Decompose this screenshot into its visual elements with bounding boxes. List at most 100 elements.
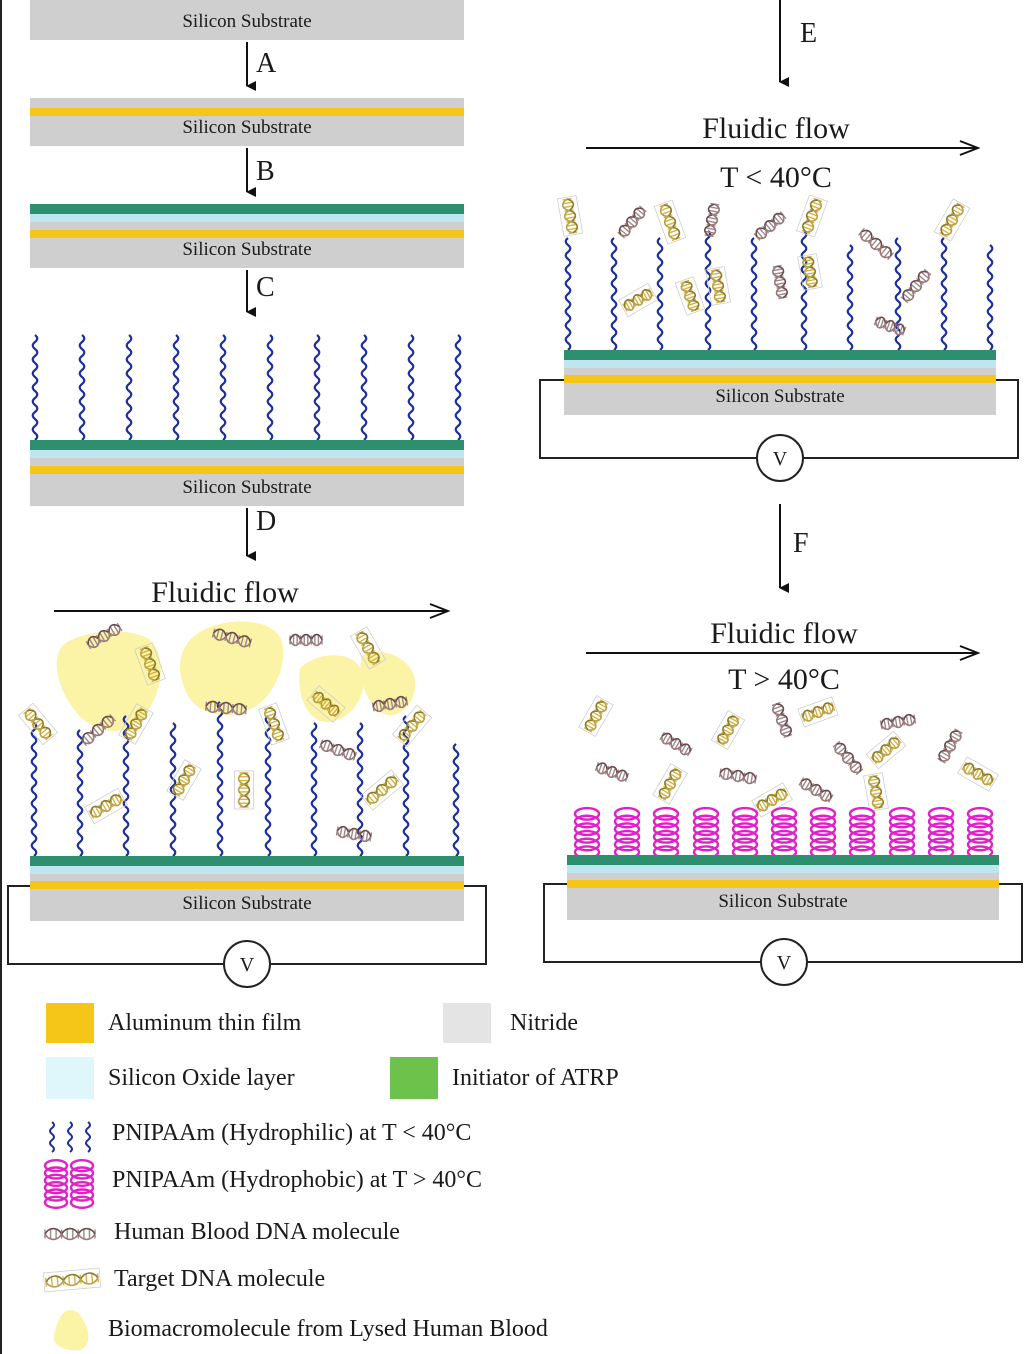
- blood-dna-molecule: [371, 695, 409, 713]
- initiator-layer: [567, 855, 999, 865]
- legend-label: Aluminum thin film: [108, 1010, 302, 1036]
- circuit-wire: [7, 885, 224, 965]
- polymer-coil: [848, 806, 876, 860]
- blood-dna-molecule: [879, 713, 917, 731]
- panel-e-low-temperature: Fluidic flow T < 40°C Silicon Substrate …: [539, 112, 1019, 482]
- polymer-chain: [610, 237, 618, 351]
- blood-dna-molecule: [659, 731, 693, 757]
- polymer-coil: [573, 806, 601, 860]
- oxide-layer: [564, 360, 996, 368]
- substrate-label: Silicon Substrate: [182, 893, 311, 914]
- aluminum-layer: [567, 880, 999, 888]
- collapsed-polymer-group: [573, 806, 994, 860]
- voltmeter-icon: [760, 938, 808, 986]
- polymer-chain: [172, 334, 180, 441]
- step-arrow-e: E: [779, 0, 817, 87]
- blood-dna-molecule: [937, 728, 963, 764]
- target-dna-molecule: [84, 787, 128, 825]
- oxide-layer: [30, 450, 464, 458]
- target-dna-molecule: [705, 266, 731, 306]
- target-dna-molecule: [166, 759, 202, 801]
- substrate-label: Silicon Substrate: [182, 117, 311, 138]
- legend-label: PNIPAAm (Hydrophobic) at T > 40°C: [112, 1167, 482, 1193]
- legend-label: PNIPAAm (Hydrophilic) at T < 40°C: [112, 1120, 471, 1146]
- legend: Aluminum thin film Nitride Silicon Oxide…: [42, 1003, 619, 1351]
- circuit-wire: [807, 883, 1023, 963]
- stage-bare-substrate: Silicon Substrate: [30, 0, 464, 40]
- oxide-layer: [30, 866, 464, 874]
- polymer-chain: [454, 334, 462, 441]
- aluminum-layer: [30, 108, 464, 116]
- target-dna-molecule: [17, 702, 59, 746]
- polymer-coil: [927, 806, 955, 860]
- polymer-coil: [731, 806, 759, 860]
- nitride-layer: [30, 874, 464, 881]
- nitride-layer: [30, 458, 464, 466]
- dna-molecule-group: [578, 695, 999, 818]
- yellow-swatch-icon: [46, 1003, 94, 1043]
- circuit-wire: [543, 883, 761, 963]
- blood-dna-molecule: [718, 767, 758, 785]
- step-label-a: A: [256, 48, 277, 79]
- step-arrow-c: C: [246, 270, 275, 317]
- target-dna-molecule: [234, 770, 254, 810]
- step-arrow-b: B: [246, 148, 275, 197]
- legend-item-oxide: Silicon Oxide layer: [46, 1057, 295, 1099]
- polymer-chain: [31, 334, 39, 441]
- target-dna-molecule: [865, 730, 907, 770]
- polymer-chain: [564, 237, 572, 351]
- dna-molecule-group: [17, 622, 433, 843]
- aluminum-layer: [564, 375, 996, 383]
- polymer-chain: [986, 244, 994, 351]
- blood-dna-molecule: [873, 316, 907, 336]
- blood-dna-molecule: [772, 264, 788, 300]
- polymer-coil: [69, 1158, 95, 1210]
- polymer-chain: [940, 237, 948, 351]
- light-blue-swatch-icon: [46, 1057, 94, 1099]
- target-dna-molecule: [306, 685, 346, 723]
- blood-dna-molecule: [753, 211, 787, 241]
- legend-item-blood-dna: Human Blood DNA molecule: [44, 1219, 400, 1245]
- initiator-layer: [564, 350, 996, 360]
- target-dna-molecule: [796, 194, 828, 238]
- polymer-coil: [888, 806, 916, 860]
- target-dna-molecule: [674, 276, 706, 316]
- polymer-coil: [43, 1158, 69, 1210]
- legend-label: Initiator of ATRP: [452, 1065, 619, 1091]
- polymer-chain: [266, 334, 274, 441]
- blood-dna-molecule: [85, 622, 123, 650]
- temperature-label: T > 40°C: [728, 663, 840, 696]
- silicon-substrate: [30, 116, 464, 146]
- polymer-chain: [219, 334, 227, 441]
- blood-biomolecule: [299, 655, 364, 723]
- circuit-wire: [539, 379, 757, 459]
- coil-icon: [43, 1158, 95, 1210]
- initiator-layer: [30, 440, 464, 450]
- circuit-wire: [270, 885, 487, 965]
- flow-label: Fluidic flow: [151, 576, 299, 609]
- polymer-chain: [169, 722, 177, 857]
- silicon-substrate: [567, 888, 999, 920]
- silicon-substrate: [30, 474, 464, 506]
- circuit-wire: [803, 379, 1019, 459]
- polymer-coil: [652, 806, 680, 860]
- voltmeter-icon: [756, 434, 804, 482]
- target-dna-molecule: [42, 1267, 102, 1293]
- flow-label: Fluidic flow: [710, 617, 858, 650]
- green-swatch-icon: [390, 1057, 438, 1099]
- polymer-coil: [966, 806, 994, 860]
- target-dna-molecule: [957, 756, 999, 792]
- substrate-label: Silicon Substrate: [715, 386, 844, 407]
- legend-label: Nitride: [510, 1010, 578, 1036]
- polymer-chain-group: [564, 230, 994, 351]
- grey-swatch-icon: [443, 1003, 491, 1043]
- step-label-e: E: [800, 18, 817, 49]
- blood-dna-molecule: [80, 713, 116, 747]
- blood-dna-molecule: [289, 633, 323, 647]
- silicon-substrate: [30, 889, 464, 921]
- polymer-coil: [613, 806, 641, 860]
- dna-helix-icon: [44, 1227, 96, 1241]
- target-dna-molecule: [652, 763, 688, 805]
- substrate-label: Silicon Substrate: [182, 477, 311, 498]
